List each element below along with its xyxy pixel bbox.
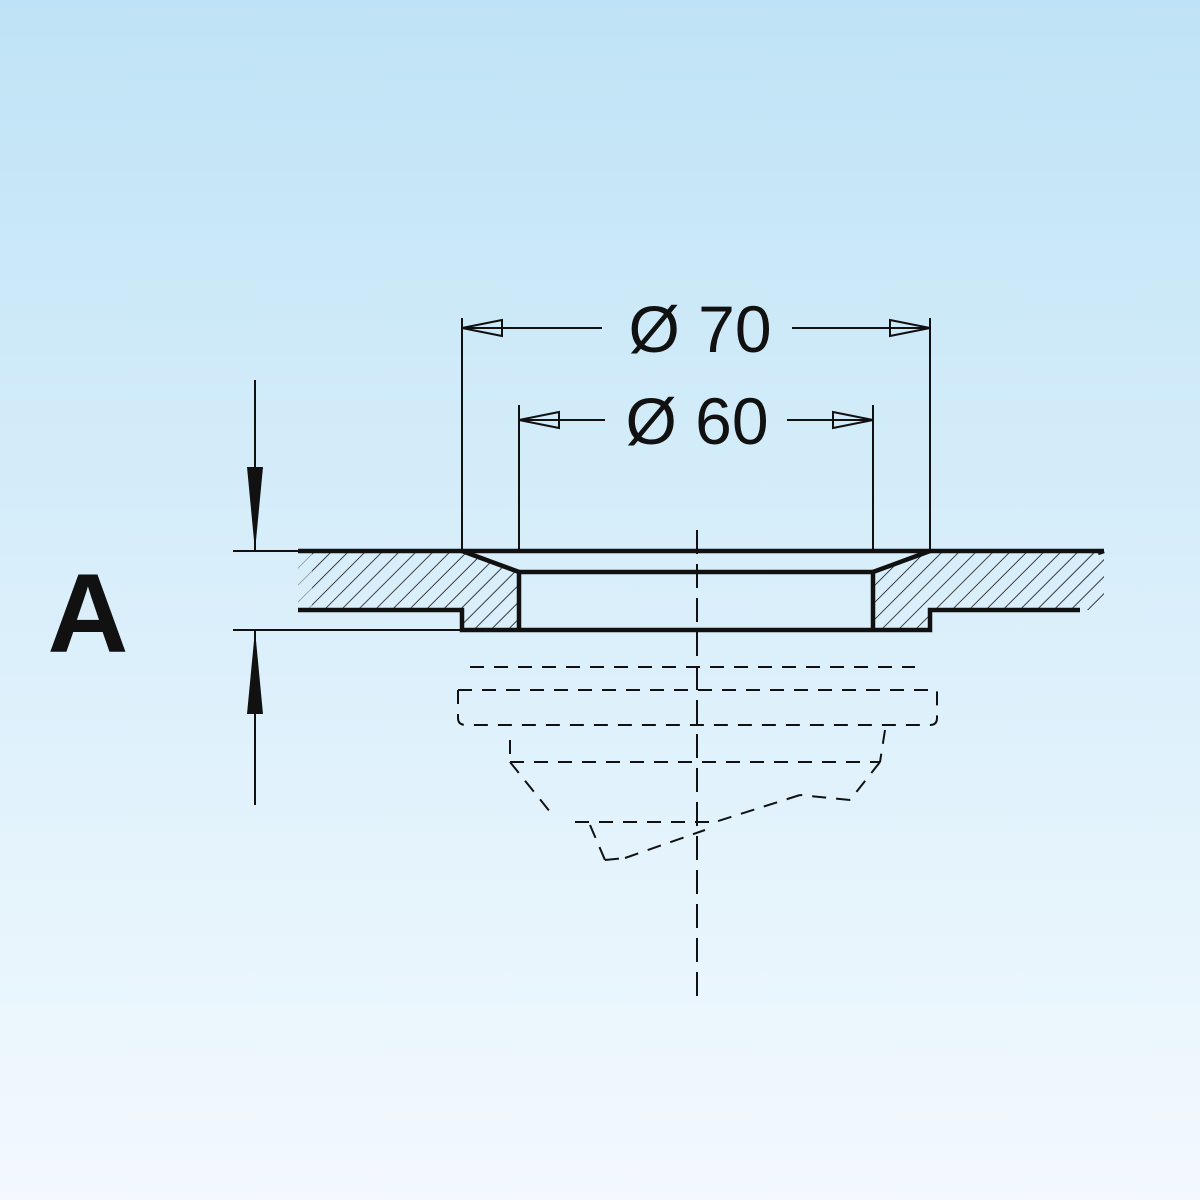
section-outline: [298, 548, 1105, 633]
inner-diameter-dimension: Ø 60: [518, 384, 874, 551]
thickness-label: A: [48, 551, 129, 676]
inner-diameter-label: Ø 60: [625, 384, 768, 458]
right-section-hatch: [873, 551, 1104, 630]
outer-diameter-label: Ø 70: [628, 292, 771, 366]
outer-diameter-dimension: Ø 70: [461, 292, 931, 551]
left-section-hatch: [298, 551, 519, 630]
thickness-dimension: A: [48, 380, 462, 805]
hidden-plug-outline: [457, 666, 938, 861]
